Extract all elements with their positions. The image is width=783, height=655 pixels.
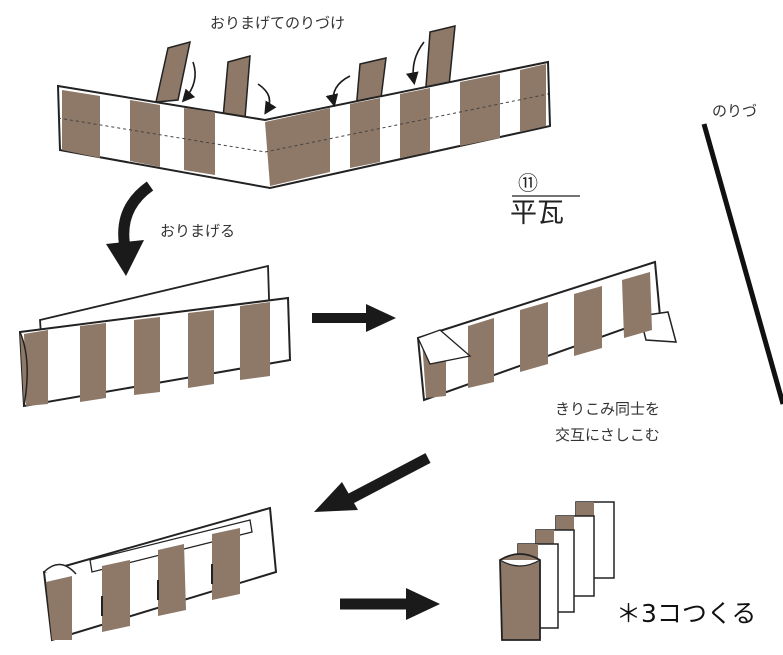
right-arrow-icon (340, 588, 440, 620)
folded-strip (18, 264, 292, 408)
part-title: 平瓦 (510, 198, 564, 229)
label-fold-and-glue: おりまげてのりづけ (210, 14, 345, 32)
right-arrow-icon (312, 304, 396, 332)
fold-arrow-icon (106, 181, 154, 276)
down-left-arrow-icon (314, 453, 431, 512)
cut-off-line (701, 123, 783, 405)
closed-tube (42, 506, 278, 642)
step-number: ⑪ (518, 171, 538, 195)
label-insert-line2: 交互にさしこむ (555, 426, 660, 444)
label-insert-line1: きりこみ同士を (555, 400, 660, 418)
curved-arrow-icon (181, 41, 425, 115)
flat-strip-with-tabs (56, 25, 552, 190)
tapered-strip (416, 260, 677, 402)
strip-brown-panels (62, 64, 546, 186)
label-fold: おりまげる (160, 222, 235, 240)
stacked-tiles (499, 501, 615, 641)
cut-off-label: のりづ (712, 102, 757, 120)
make-three-note: ＊3コつくる (616, 599, 756, 628)
